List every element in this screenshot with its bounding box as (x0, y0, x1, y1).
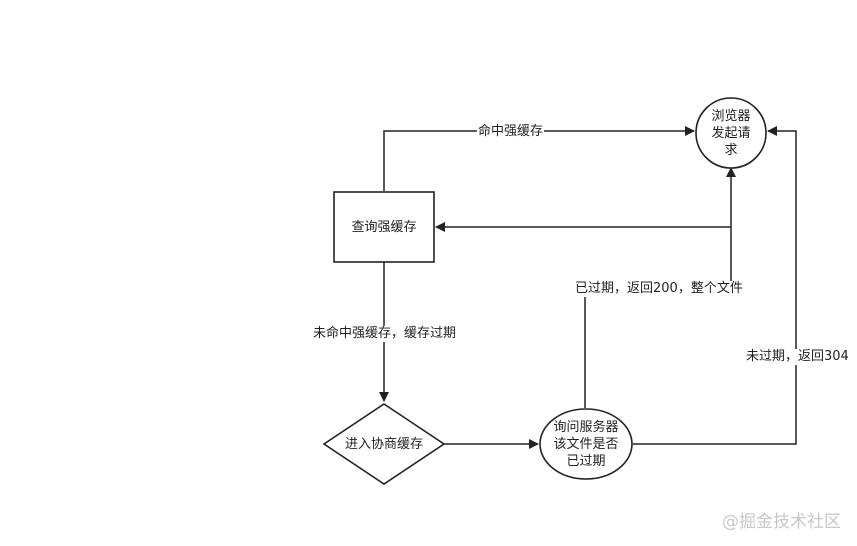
browser-label: 浏览器 发起请 求 (696, 100, 766, 166)
ask-server-label-line-3: 已过期 (566, 453, 606, 469)
query-label: 查询强缓存 (334, 192, 434, 262)
node-negotiate-cache (322, 403, 446, 485)
browser-label-line-2: 发起请 (711, 125, 751, 141)
negotiate-label-line-1: 进入协商缓存 (344, 436, 423, 452)
edge-label-hit-strong-cache: 命中强缓存 (477, 124, 545, 140)
edge-label-expired-200: 已过期，返回200，整个文件 (574, 281, 744, 297)
edge-label-miss-strong-cache: 未命中强缓存，缓存过期 (312, 326, 458, 342)
browser-label-line-1: 浏览器 (711, 108, 751, 124)
edge-hit-strong-cache (383, 126, 695, 191)
watermark: @掘金技术社区 (722, 512, 841, 532)
ask-server-label-line-1: 询问服务器 (553, 419, 619, 435)
node-browser-request (695, 97, 767, 169)
browser-label-line-3: 求 (724, 142, 738, 158)
ask-server-label-line-2: 该文件是否 (553, 436, 619, 452)
query-label-line-1: 查询强缓存 (351, 219, 417, 235)
edge-label-not-expired-304: 未过期，返回304 (745, 349, 850, 365)
negotiate-label: 进入协商缓存 (324, 404, 444, 484)
ask-server-label: 询问服务器 该文件是否 已过期 (540, 410, 632, 478)
node-ask-server (539, 408, 633, 480)
node-query-strong-cache (333, 191, 435, 263)
edge-expired-200 (584, 168, 731, 408)
edge-not-expired-304 (633, 126, 797, 445)
